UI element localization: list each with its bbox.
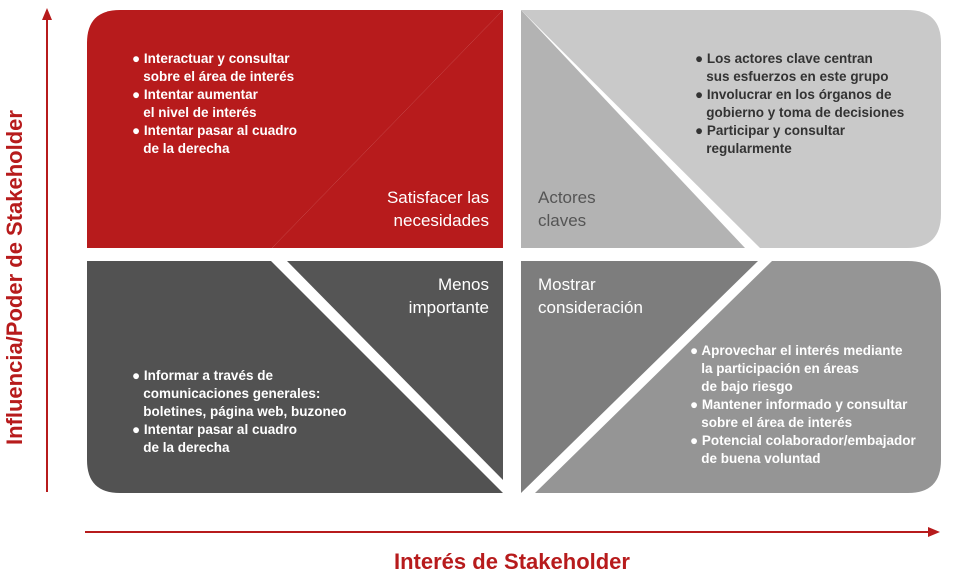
quadrant-bottom-right xyxy=(521,261,941,493)
quadrant-top-left-triangle xyxy=(272,10,503,248)
top-right-title: Actores claves xyxy=(538,188,596,230)
quadrant-top-right-triangle xyxy=(521,10,745,248)
x-axis-label: Interés de Stakeholder xyxy=(394,549,630,574)
bottom-left-title: Menos importante xyxy=(408,275,489,317)
quadrant-bottom-left-background xyxy=(87,261,503,493)
top-left-bullet: ● Intentar aumentar el nivel de interés xyxy=(132,87,258,120)
bottom-right-title: Mostrar consideración xyxy=(538,275,643,317)
bottom-right-bullet-list: ● Aprovechar el interés mediante la part… xyxy=(690,342,916,468)
quadrant-bottom-right-triangle xyxy=(521,261,758,493)
top-left-title: Satisfacer las necesidades xyxy=(386,188,489,230)
top-right-bullet-list: ● Los actores clave centran sus esfuerzo… xyxy=(695,50,904,158)
bottom-left-bullet: ● Intentar pasar al cuadro de la derecha xyxy=(132,422,297,455)
top-left-bullet: ● Intentar pasar al cuadro de la derecha xyxy=(132,123,297,156)
bottom-left-bullet: ● Informar a través de comunicaciones ge… xyxy=(132,368,347,419)
quadrant-bottom-right-background xyxy=(535,261,941,493)
top-right-bullet: ● Los actores clave centran sus esfuerzo… xyxy=(695,51,889,84)
bottom-left-bullet-list: ● Informar a través de comunicaciones ge… xyxy=(132,367,347,457)
y-axis-arrow xyxy=(42,8,52,492)
bottom-right-bullet: ● Mantener informado y consultar sobre e… xyxy=(690,397,908,430)
x-axis-arrow xyxy=(85,527,940,537)
quadrant-top-right-background xyxy=(521,10,941,248)
quadrant-bottom-left xyxy=(87,261,503,493)
quadrant-top-left-background xyxy=(87,10,503,248)
quadrant-top-right xyxy=(521,10,941,248)
bottom-right-bullet: ● Potencial colaborador/embajador de bue… xyxy=(690,433,916,466)
top-left-bullet: ● Interactuar y consultar sobre el área … xyxy=(132,51,295,84)
top-right-bullet: ● Participar y consultar regularmente xyxy=(695,123,845,156)
top-right-bullet: ● Involucrar en los órganos de gobierno … xyxy=(695,87,905,120)
top-left-bullet-list: ● Interactuar y consultar sobre el área … xyxy=(132,50,297,158)
quadrant-bottom-left-triangle xyxy=(287,261,503,480)
bottom-right-bullet: ● Aprovechar el interés mediante la part… xyxy=(690,343,903,394)
y-axis-label: Influencia/Poder de Stakeholder xyxy=(2,110,27,445)
quadrant-top-left xyxy=(87,10,503,248)
